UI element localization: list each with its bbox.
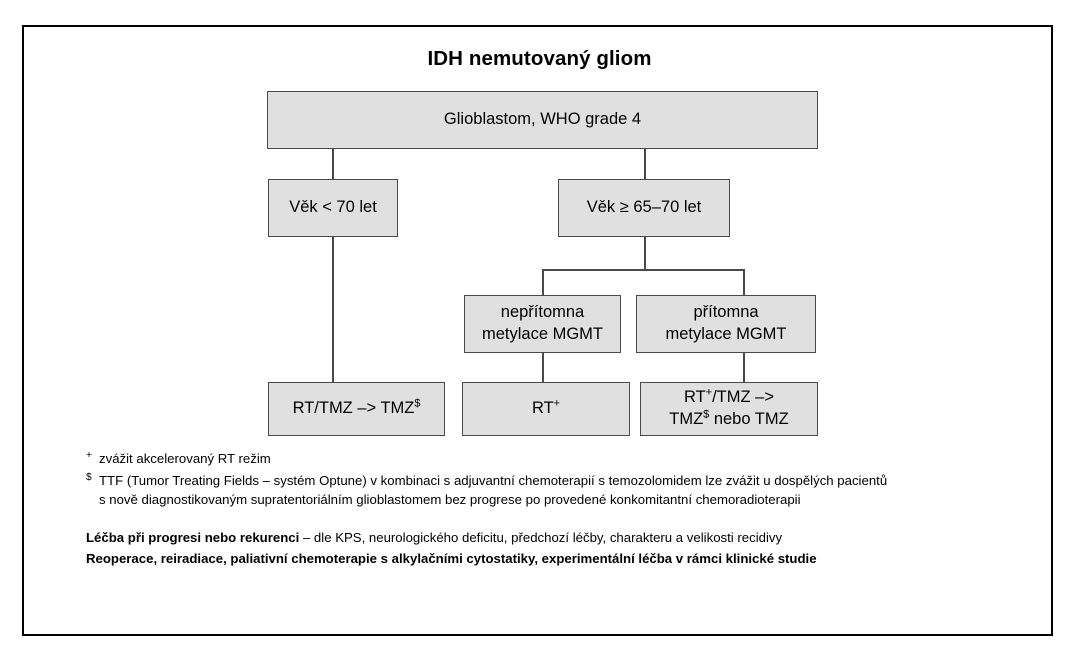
connector-root-to-age-right bbox=[644, 149, 646, 179]
connector-age-left-to-treatment bbox=[332, 237, 334, 382]
summary-line-1: Léčba při progresi nebo rekurenci – dle … bbox=[86, 529, 782, 548]
node-mgmt-unmethylated-line1: nepřítomna bbox=[500, 303, 585, 322]
connector-mgmt-present-to-treatment bbox=[743, 353, 745, 382]
node-age-under-70[interactable]: Věk < 70 let bbox=[268, 179, 398, 237]
node-treatment-alt-line2-b: nebo TMZ bbox=[709, 410, 789, 428]
node-treatment-rt-tmz[interactable]: RT/TMZ –> TMZ$ bbox=[268, 382, 445, 436]
node-treatment-alt-line1-a: RT bbox=[684, 388, 706, 407]
diagram-frame: IDH nemutovaný gliom Glioblastom, WHO gr… bbox=[22, 25, 1053, 636]
node-treatment-rt-tmz-label: RT/TMZ –> TMZ$ bbox=[273, 398, 440, 420]
summary-line-1-bold: Léčba při progresi nebo rekurenci bbox=[86, 530, 300, 545]
node-treatment-alt-line2-sup: $ bbox=[703, 408, 710, 421]
node-mgmt-unmethylated-line2: metylace MGMT bbox=[481, 325, 603, 343]
node-mgmt-methylated-label: přítomna metylace MGMT bbox=[641, 302, 811, 346]
node-treatment-rt-tmz-alt-label: RT+/TMZ –> TMZ$ nebo TMZ bbox=[645, 387, 813, 431]
connector-root-to-age-left bbox=[332, 149, 334, 179]
footnote-plus: +zvážit akcelerovaný RT režim bbox=[86, 449, 271, 466]
footnote-dollar-line1: $TTF (Tumor Treating Fields – systém Opt… bbox=[86, 471, 888, 488]
summary-line-1-rest: – dle KPS, neurologického deficitu, před… bbox=[299, 530, 783, 545]
node-mgmt-unmethylated[interactable]: nepřítomna metylace MGMT bbox=[464, 295, 621, 353]
footnote-dollar-text-line2: s nově diagnostikovaným supratentoriální… bbox=[99, 492, 801, 507]
connector-mgmt-absent-to-treatment bbox=[542, 353, 544, 382]
summary-line-2-bold: Reoperace, reiradiace, paliativní chemot… bbox=[86, 551, 817, 566]
node-treatment-rt-label: RT+ bbox=[467, 398, 625, 420]
summary-line-2: Reoperace, reiradiace, paliativní chemot… bbox=[86, 550, 817, 569]
node-mgmt-methylated-line1: přítomna bbox=[693, 303, 759, 322]
node-treatment-rt-tmz-sup: $ bbox=[414, 397, 421, 410]
node-treatment-alt-line1-sup: + bbox=[705, 386, 713, 399]
node-mgmt-unmethylated-label: nepřítomna metylace MGMT bbox=[469, 302, 616, 346]
node-treatment-alt-line1-b: /TMZ –> bbox=[712, 388, 774, 407]
connector-bar-to-mgmt-absent bbox=[542, 269, 544, 295]
node-age-65-70[interactable]: Věk ≥ 65–70 let bbox=[558, 179, 730, 237]
connector-mgmt-bar bbox=[542, 269, 745, 271]
node-glioblastoma[interactable]: Glioblastom, WHO grade 4 bbox=[267, 91, 818, 149]
footnote-dollar-text-line1: TTF (Tumor Treating Fields – systém Optu… bbox=[99, 473, 888, 488]
node-treatment-rt-sup: + bbox=[553, 397, 561, 410]
node-treatment-rt[interactable]: RT+ bbox=[462, 382, 630, 436]
page-title: IDH nemutovaný gliom bbox=[427, 47, 652, 70]
connector-bar-to-mgmt-present bbox=[743, 269, 745, 295]
footnote-dollar-line2: s nově diagnostikovaným supratentoriální… bbox=[86, 491, 801, 510]
node-mgmt-methylated-line2: metylace MGMT bbox=[665, 325, 787, 343]
node-treatment-rt-tmz-main: RT/TMZ –> TMZ bbox=[292, 399, 415, 418]
footnote-plus-text: zvážit akcelerovaný RT režim bbox=[99, 451, 271, 466]
node-mgmt-methylated[interactable]: přítomna metylace MGMT bbox=[636, 295, 816, 353]
node-glioblastoma-label: Glioblastom, WHO grade 4 bbox=[443, 110, 642, 129]
node-treatment-alt-line2-a: TMZ bbox=[669, 410, 704, 428]
connector-age-right-stem bbox=[644, 237, 646, 269]
node-age-under-70-label: Věk < 70 let bbox=[289, 198, 377, 217]
node-treatment-rt-tmz-alt[interactable]: RT+/TMZ –> TMZ$ nebo TMZ bbox=[640, 382, 818, 436]
node-age-65-70-label: Věk ≥ 65–70 let bbox=[586, 198, 702, 217]
node-treatment-rt-main: RT bbox=[531, 399, 554, 418]
